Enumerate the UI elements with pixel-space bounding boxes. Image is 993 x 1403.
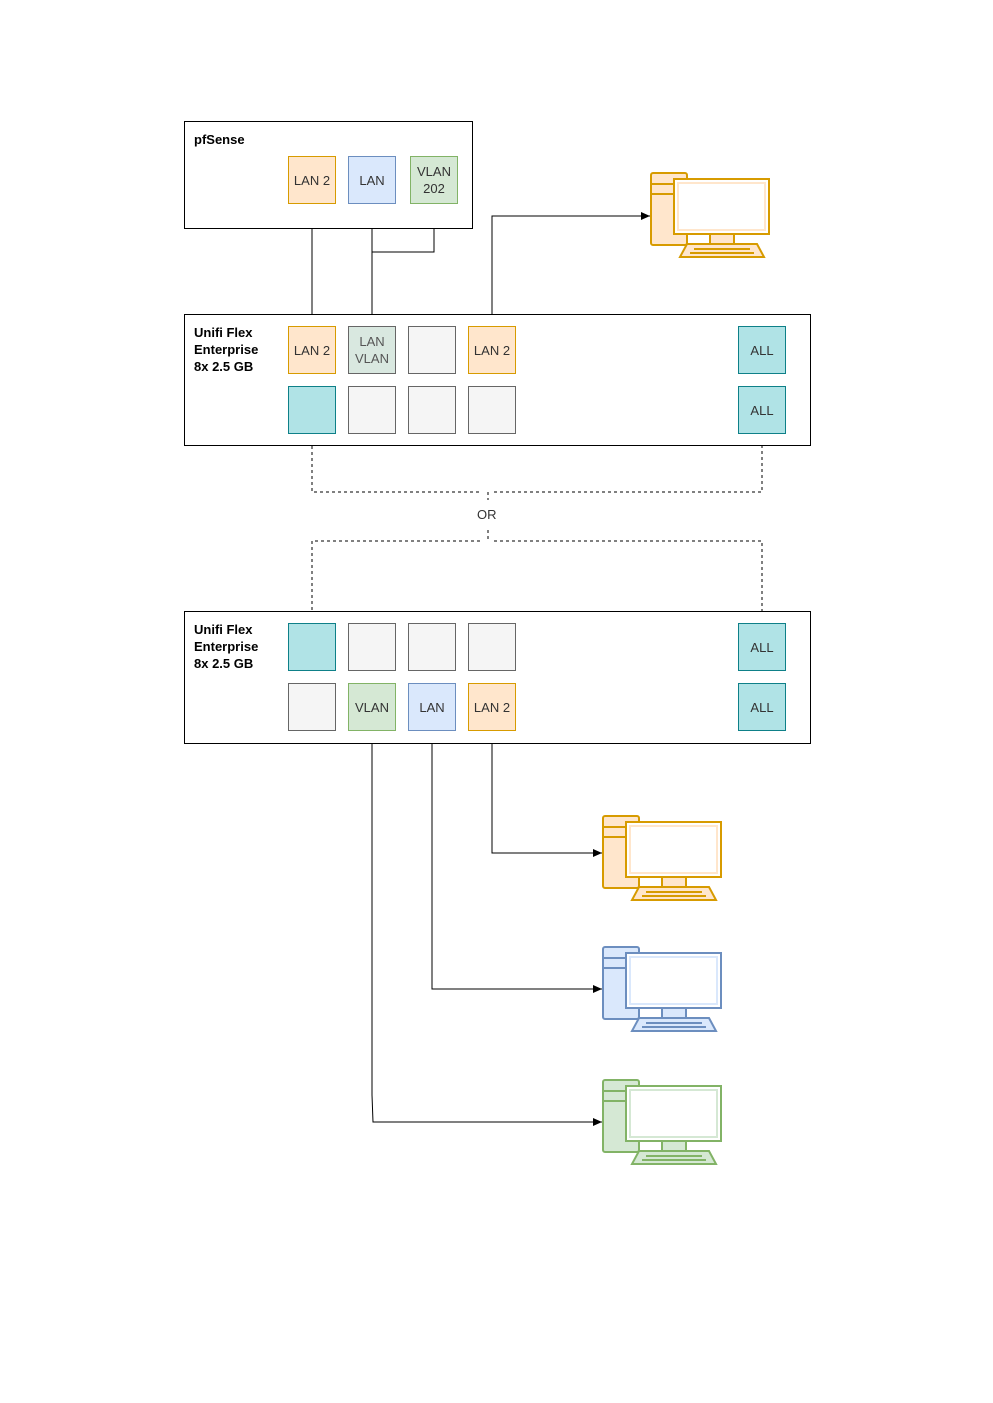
switch2-port-empty-4[interactable]	[288, 683, 336, 731]
switch1-title: Unifi Flex Enterprise 8x 2.5 GB	[194, 325, 259, 374]
switch2-title: Unifi Flex Enterprise 8x 2.5 GB	[194, 622, 259, 671]
switch2-port-vlan[interactable]: VLAN	[348, 683, 396, 731]
switch1-port-lan2-b[interactable]: LAN 2	[468, 326, 516, 374]
link-switch2-vlan-computer	[371, 732, 602, 1126]
switch1-port-empty-3[interactable]	[408, 386, 456, 434]
or-label: OR	[475, 507, 499, 522]
pfsense-title: pfSense	[194, 132, 245, 147]
dashed-link-top	[311, 434, 763, 493]
switch1-port-uplink[interactable]	[288, 386, 336, 434]
link-switch1-lan2-computer	[491, 212, 650, 325]
switch2-port-lan2[interactable]: LAN 2	[468, 683, 516, 731]
switch1-port-empty-2[interactable]	[348, 386, 396, 434]
pfsense-port-lan[interactable]: LAN	[348, 156, 396, 204]
switch1-port-all-top[interactable]: ALL	[738, 326, 786, 374]
computer-icon	[650, 172, 770, 258]
switch2-port-empty-2[interactable]	[408, 623, 456, 671]
switch1-port-empty-4[interactable]	[468, 386, 516, 434]
switch1-port-lan-vlan[interactable]: LAN VLAN	[348, 326, 396, 374]
dashed-link-bottom	[311, 540, 763, 622]
switch1-port-empty-1[interactable]	[408, 326, 456, 374]
computer-icon	[602, 815, 722, 901]
link-switch2-lan2-computer	[491, 732, 602, 857]
switch2-port-empty-3[interactable]	[468, 623, 516, 671]
computer-icon	[602, 1079, 722, 1165]
switch2-port-empty-1[interactable]	[348, 623, 396, 671]
switch2-port-lan[interactable]: LAN	[408, 683, 456, 731]
computer-icon	[602, 946, 722, 1032]
pfsense-port-lan2[interactable]: LAN 2	[288, 156, 336, 204]
switch1-port-lan2-a[interactable]: LAN 2	[288, 326, 336, 374]
switch2-port-all-bottom[interactable]: ALL	[738, 683, 786, 731]
switch1-port-all-bottom[interactable]: ALL	[738, 386, 786, 434]
switch2-port-uplink[interactable]	[288, 623, 336, 671]
pfsense-port-vlan202[interactable]: VLAN 202	[410, 156, 458, 204]
link-switch2-lan-computer	[431, 732, 602, 993]
switch2-port-all-top[interactable]: ALL	[738, 623, 786, 671]
